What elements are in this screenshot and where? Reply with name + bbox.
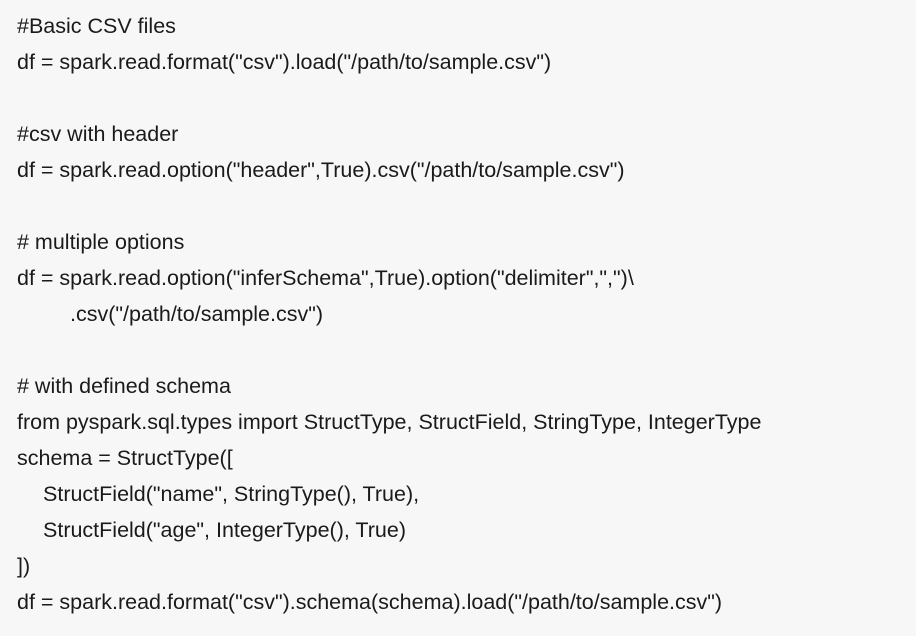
code-line: ]) (17, 554, 31, 578)
code-line: df = spark.read.option("inferSchema",Tru… (17, 266, 634, 290)
code-line: df = spark.read.option("header",True).cs… (17, 158, 625, 182)
comment-line: #Basic CSV files (17, 14, 176, 38)
code-line: df = spark.read.format("csv").schema(sch… (17, 590, 723, 614)
code-line: df = spark.read.format("csv").load("/pat… (17, 50, 552, 74)
code-line: schema = StructType([ (17, 446, 233, 470)
code-line-indented: StructField("name", StringType(), True), (43, 482, 420, 506)
comment-line: # multiple options (17, 230, 185, 254)
code-line-continuation: .csv("/path/to/sample.csv") (70, 302, 324, 326)
code-line-indented: StructField("age", IntegerType(), True) (43, 518, 406, 542)
comment-line: #csv with header (17, 122, 179, 146)
comment-line: # with defined schema (17, 374, 231, 398)
code-line: from pyspark.sql.types import StructType… (17, 410, 762, 434)
